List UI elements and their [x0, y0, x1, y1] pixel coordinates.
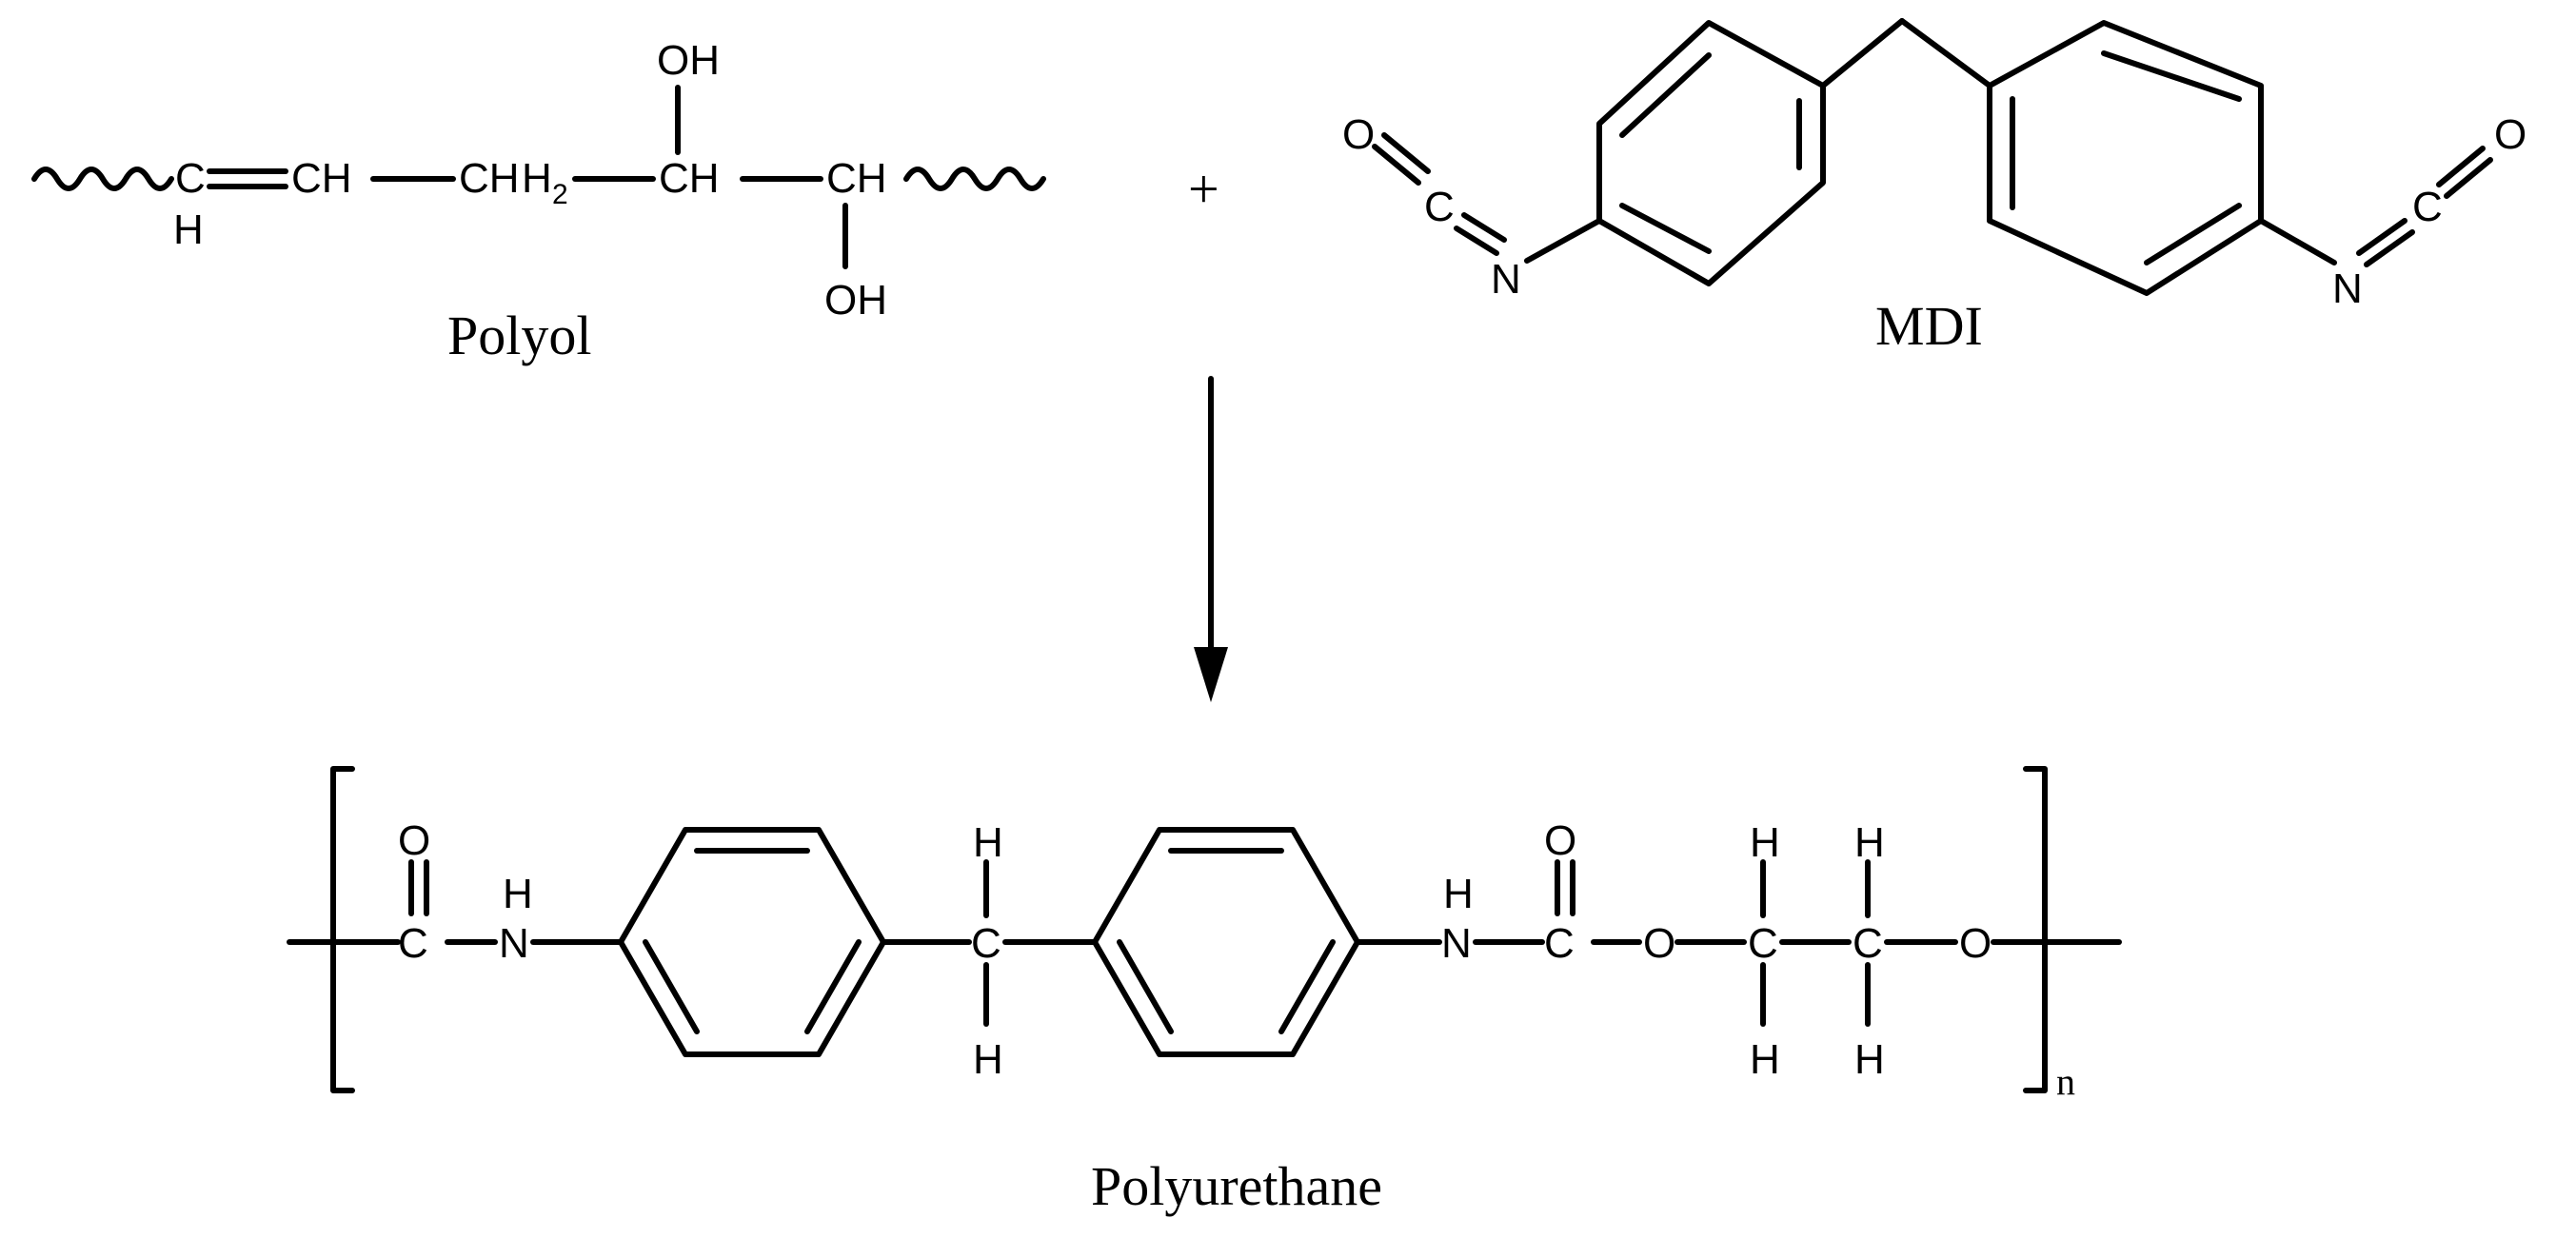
polyol-atom-oh-top: OH [657, 37, 720, 84]
mdi-bond-c-n-left-a [1454, 226, 1499, 256]
mdi-structure: O C N N C O MDI [1342, 18, 2526, 357]
mdi-bond-ring-n-right [2258, 218, 2337, 265]
repeat-index: n [2056, 1060, 2075, 1103]
mdi-ring-right-inner-3 [2101, 50, 2242, 102]
pu-atom-h-c3-top: H [1750, 819, 1780, 866]
mdi-atom-n-left: N [1491, 256, 1521, 303]
pu-ring-1-inner-3 [643, 939, 700, 1034]
repeat-bracket-right [2023, 766, 2048, 1093]
pu-atom-c2: C [1544, 920, 1575, 967]
mdi-bond-n-ring-left [1524, 218, 1602, 264]
mdi-ring-left-inner-3 [1619, 203, 1712, 254]
pu-atom-n1: N [499, 920, 529, 967]
polyol-atom-c5: CH [826, 155, 887, 202]
polyol-wavy-left [31, 167, 174, 191]
pu-ring-2-inner-3 [1117, 939, 1174, 1034]
pu-atom-o3: O [1643, 920, 1675, 967]
mdi-ring-left [1596, 20, 1826, 286]
mdi-bond-bridge-left [1820, 18, 1905, 88]
mdi-name-label: MDI [1875, 295, 1983, 357]
polyurethane-structure: n C O N H C H H N H C [287, 766, 2122, 1217]
reaction-arrow-head [1194, 647, 1228, 702]
pu-ring-1 [618, 827, 886, 1057]
pu-atom-h-c3-bottom: H [1750, 1036, 1780, 1083]
pu-atom-h-c4-bottom: H [1854, 1036, 1885, 1083]
mdi-bond-n-c-right-a [2364, 229, 2415, 267]
mdi-atom-n-right: N [2332, 265, 2363, 312]
mdi-ring-left-inner-1 [1619, 52, 1712, 138]
mdi-bond-c-n-left-b [1461, 212, 1507, 243]
pu-atom-h-c4-top: H [1854, 819, 1885, 866]
pu-atom-c3: C [1748, 920, 1778, 967]
polyol-name-label: Polyol [447, 305, 592, 366]
plus-sign: + [1188, 158, 1219, 220]
mdi-bond-o-c-left-b [1381, 132, 1431, 174]
mdi-atom-o-left: O [1342, 111, 1375, 158]
polyol-atom-oh-bottom: OH [824, 277, 887, 324]
mdi-atom-c-right: C [2412, 184, 2443, 230]
polyol-wavy-right [903, 167, 1046, 191]
polyol-atom-h2: H [522, 155, 552, 202]
pu-atom-o2: O [1544, 817, 1576, 864]
polyurethane-name-label: Polyurethane [1091, 1155, 1382, 1217]
polyol-structure: C H CH CH H 2 CH OH CH OH Polyol [31, 37, 1046, 366]
pu-atom-n2: N [1441, 920, 1472, 967]
mdi-bond-bridge-right [1899, 18, 1992, 88]
pu-ring-2 [1092, 827, 1360, 1057]
mdi-bond-o-c-left-a [1372, 144, 1421, 186]
mdi-atom-o-right: O [2494, 111, 2526, 158]
polyol-atom-h1: H [173, 206, 204, 253]
polyol-atom-h2-subscript: 2 [552, 179, 568, 210]
polyol-atom-c1: C [175, 155, 206, 202]
polyol-atom-c4: CH [659, 155, 720, 202]
mdi-bond-c-o-right-b [2436, 146, 2486, 187]
mdi-bond-n-c-right-b [2356, 218, 2408, 256]
pu-atom-c-ch2: C [971, 920, 1001, 967]
repeat-bracket-left [330, 766, 355, 1093]
polyol-atom-c2: CH [291, 155, 352, 202]
pu-atom-h-nh1: H [503, 871, 533, 917]
polyol-atom-c3: CH [459, 155, 520, 202]
pu-atom-h-ch2-bottom: H [973, 1036, 1003, 1083]
mdi-bond-c-o-right-a [2444, 157, 2493, 199]
mdi-ring-right-inner-2 [2144, 203, 2242, 265]
pu-ring-1-inner-2 [804, 939, 862, 1034]
pu-atom-o4: O [1959, 920, 1991, 967]
reaction-arrow [1194, 376, 1228, 702]
pu-atom-o1: O [398, 817, 430, 864]
pu-ring-2-inner-2 [1278, 939, 1336, 1034]
mdi-atom-c-left: C [1424, 184, 1455, 230]
pu-atom-c1: C [398, 920, 428, 967]
pu-atom-h-ch2-top: H [973, 819, 1003, 866]
pu-atom-c4: C [1853, 920, 1883, 967]
pu-atom-h-nh2: H [1443, 871, 1474, 917]
